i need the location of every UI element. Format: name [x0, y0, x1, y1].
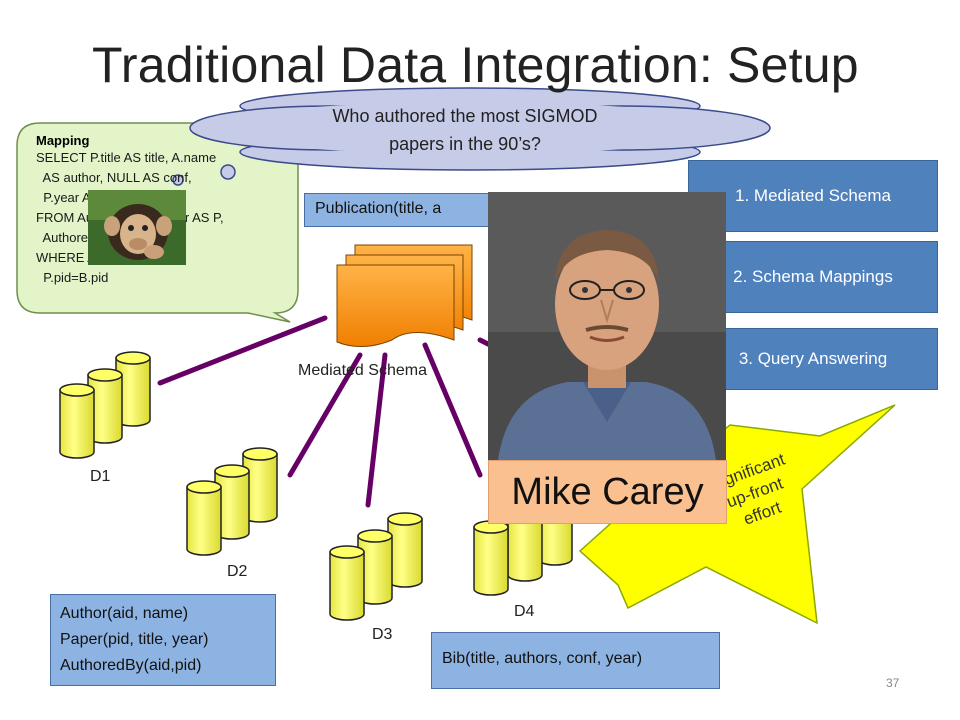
step-mediated-schema: 1. Mediated Schema	[688, 160, 938, 232]
query-bubble-text: Who authored the most SIGMOD papers in t…	[270, 102, 660, 158]
step-schema-mappings: 2. Schema Mappings	[688, 241, 938, 313]
monkey-thinking-icon	[88, 190, 186, 265]
connection-lines	[157, 315, 503, 508]
mediated-schema-label: Mediated Schema	[298, 362, 427, 379]
slide-number: 37	[886, 676, 900, 690]
source-schema-box-bib: Bib(title, authors, conf, year)	[431, 632, 720, 689]
source-label-d4: D4	[514, 603, 535, 620]
person-photo	[488, 192, 726, 460]
person-name-box: Mike Carey	[488, 460, 727, 524]
query-line-2: papers in the 90’s?	[389, 134, 541, 154]
database-group-d1	[59, 351, 151, 459]
query-cloud-core	[208, 102, 732, 154]
query-line-1: Who authored the most SIGMOD	[332, 106, 598, 126]
source-label-d1: D1	[90, 468, 111, 485]
database-cylinder-icon	[115, 351, 151, 427]
slide-title: Traditional Data Integration: Setup	[92, 37, 859, 93]
source-schema-line-2: Paper(pid, title, year)	[60, 631, 209, 648]
database-cylinder-icon	[186, 480, 222, 556]
database-group-d2	[186, 447, 278, 556]
cloud-thought-dot-small	[172, 174, 184, 186]
mapping-heading: Mapping	[36, 133, 90, 148]
mapping-line-1: SELECT P.title AS title, A.name	[36, 150, 217, 165]
mediated-schema-stack	[336, 244, 473, 347]
mapping-line-2: AS author, NULL AS conf,	[36, 170, 192, 185]
line-to-d3	[365, 352, 388, 508]
database-cylinder-icon	[329, 545, 365, 621]
database-cylinder-icon	[387, 512, 423, 588]
cloud-thought-dot-large	[220, 164, 236, 180]
line-to-d4	[422, 342, 483, 478]
line-to-d2	[287, 352, 363, 478]
source-label-d2: D2	[227, 563, 248, 580]
mediated-schema-box: Publication(title, a	[304, 193, 504, 227]
source-schema-line-1: Author(aid, name)	[60, 605, 189, 622]
database-cylinder-icon	[242, 447, 278, 523]
source-label-d3: D3	[372, 626, 393, 643]
line-to-d1	[157, 315, 328, 386]
database-cylinder-icon	[59, 383, 95, 459]
mapping-line-7: P.pid=B.pid	[36, 270, 109, 285]
database-cylinder-icon	[357, 529, 393, 605]
database-group-d3	[329, 512, 423, 621]
source-schema-line-3: AuthoredBy(aid,pid)	[60, 657, 202, 674]
effort-star	[578, 404, 896, 625]
database-cylinder-icon	[473, 520, 509, 596]
source-schema-box-left: Author(aid, name) Paper(pid, title, year…	[50, 594, 276, 686]
